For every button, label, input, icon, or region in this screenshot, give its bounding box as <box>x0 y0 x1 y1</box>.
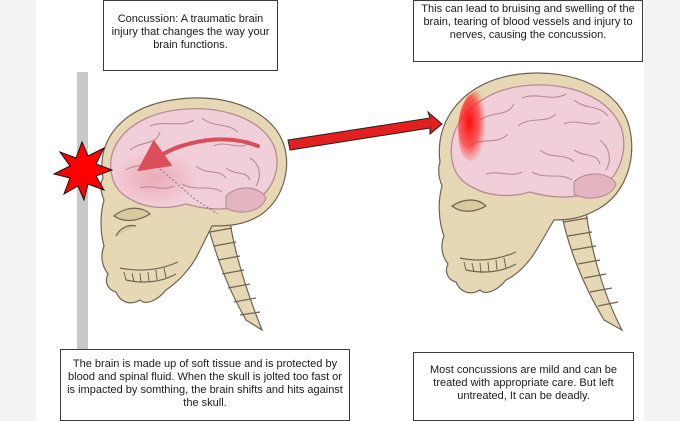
left-spine <box>205 217 264 332</box>
impact-burst-icon <box>52 140 114 202</box>
bruise-area <box>458 90 487 162</box>
right-spine <box>559 205 624 332</box>
left-brain <box>110 108 278 215</box>
brain-shift-arrow <box>136 137 260 172</box>
right-brain <box>450 84 625 199</box>
mechanism-caption: The brain is made up of soft tissue and … <box>60 349 350 421</box>
left-cerebellum <box>225 187 267 213</box>
wall-post <box>77 72 88 350</box>
definition-caption: Concussion: A traumatic brain injury tha… <box>103 0 278 71</box>
consequence-caption: This can lead to bruising and swelling o… <box>413 0 643 62</box>
left-brain-swelling <box>110 150 200 206</box>
progression-arrow <box>287 110 443 151</box>
right-cerebellum <box>573 173 617 199</box>
outcome-caption: Most concussions are mild and can be tre… <box>413 352 634 421</box>
